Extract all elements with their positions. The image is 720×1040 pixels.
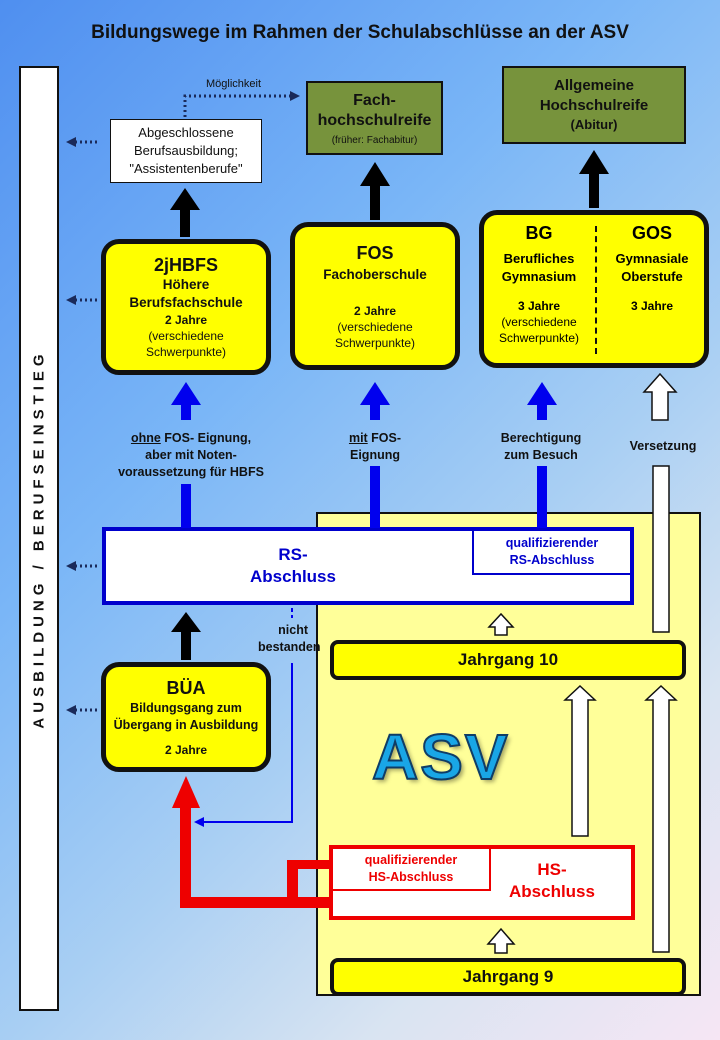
exit-arrow-head-1 [66,137,76,147]
ahr-line3: (Abitur) [570,117,618,132]
berufsausbildung-line2: Berufsausbildung; [133,143,239,158]
fhr-title2: hochschulreife [317,111,432,129]
ahr-line2: Hochschulreife [539,97,649,114]
bg-gos-box [479,210,709,368]
hbfs-note1: (verschiedene [148,329,224,343]
page-title: Bildungswege im Rahmen der Schulabschlüs… [91,22,629,43]
nicht-bestanden-line1: nicht [278,623,308,637]
rs-line1: RS- [278,545,308,564]
gos-name1: Gymnasiale [615,251,689,266]
bg-cond-line1: Berechtigung [500,431,582,445]
fos-cond-line1: FOS- [367,431,402,445]
arrow-versetzung-to-gos [642,372,678,421]
hbfs-name1: Höhere [162,277,210,292]
blue-line-hbfs [181,484,191,528]
rs-line2: Abschluss [250,567,336,586]
fos-cond-underlined: mit [348,431,368,445]
nicht-bestanden-label: nicht bestanden [258,622,321,656]
arrow-condition-to-bg [527,382,557,420]
bg-condition: Berechtigung zum Besuch [486,430,596,464]
fos-note1: (verschiedene [337,320,413,334]
rs-qual-line1: qualifizierender [505,536,599,550]
bua-duration: 2 Jahre [164,743,208,757]
gos-section: GOS Gymnasiale Oberstufe 3 Jahre [600,216,704,362]
bg-gos-divider [595,226,597,354]
bg-duration: 3 Jahre [517,299,561,313]
fos-name: Fachoberschule [323,267,427,282]
berufsausbildung-line1: Abgeschlossene [138,125,234,140]
bg-name1: Berufliches [503,251,575,266]
hs-line2: Abschluss [509,882,595,901]
jahrgang-9-box: Jahrgang 9 [330,958,686,996]
arrow-bg-to-ahr [579,150,609,208]
qualifizierender-rs-box: qualifizierender RS-Abschluss [472,527,634,575]
gos-condition: Versetzung [629,439,697,453]
fos-condition: mit FOS- Eignung [320,430,430,464]
hbfs-box: 2jHBFS Höhere Berufsfachschule 2 Jahre (… [101,239,271,375]
arrow-hbfs-to-berufsausbildung [170,188,200,237]
hbfs-note2: Schwerpunkte) [145,345,227,359]
qualifizierender-hs-box: qualifizierender HS-Abschluss [329,845,491,891]
hbfs-condition: ohne FOS- Eignung, aber mit Noten- vorau… [106,430,276,481]
arrow-bua-to-rs [171,612,201,660]
jahrgang-10-box: Jahrgang 10 [330,640,686,680]
hs-line1: HS- [537,860,567,879]
hbfs-name2: Berufsfachschule [129,295,243,310]
berufsausbildung-line3: "Assistentenberufe" [129,161,243,176]
gos-abbr: GOS [631,223,672,243]
fachhochschulreife-box: Fach- hochschulreife (früher: Fachabitur… [306,81,443,155]
moeglichkeit-label: Möglichkeit [206,78,262,90]
exit-arrow-head-2 [66,295,76,305]
moeglichkeit-path [183,94,292,117]
arrow-condition-to-fos [360,382,390,420]
red-path-hs-to-bua [172,776,330,908]
nicht-bestanden-line2: bestanden [258,640,321,654]
bua-box: BÜA Bildungsgang zum Übergang in Ausbild… [101,662,271,772]
bg-name2: Gymnasium [501,269,577,284]
bua-abbr: BÜA [166,678,206,698]
bua-line2: Übergang in Ausbildung [113,718,259,732]
bg-section: BG Berufliches Gymnasium 3 Jahre (versch… [485,216,593,362]
arrow-condition-to-hbfs [171,382,201,420]
asv-logo: ASV [371,720,510,794]
berufsausbildung-box: Abgeschlossene Berufsausbildung; "Assist… [110,119,262,183]
gos-duration: 3 Jahre [630,299,674,313]
fos-box: FOS Fachoberschule 2 Jahre (verschiedene… [290,222,460,370]
exit-arrow-head-4 [66,705,76,715]
rs-qual-line2: RS-Abschluss [509,553,595,567]
bg-note1: (verschiedene [501,315,577,329]
fos-abbr: FOS [356,243,394,263]
nicht-bestanden-arrow-head [194,817,204,827]
fos-note2: Schwerpunkte) [334,336,416,350]
moeglichkeit-arrow-head [290,91,300,101]
hbfs-cond-line3: voraussetzung für HBFS [118,465,264,479]
hbfs-cond-line1: FOS- Eignung, [160,431,252,445]
sidebar-label: AUSBILDUNG / BERUFSEINSTIEG [30,348,48,729]
hs-qual-line2: HS-Abschluss [368,870,454,884]
bua-line1: Bildungsgang zum [130,701,242,715]
gos-name2: Oberstufe [621,269,683,284]
bg-abbr: BG [525,223,553,243]
ahr-line1: Allgemeine [553,77,635,94]
hochschulreife-box: Allgemeine Hochschulreife (Abitur) [502,66,686,144]
hbfs-cond-line2: aber mit Noten- [145,448,237,462]
hbfs-duration: 2 Jahre [164,313,208,327]
hbfs-abbr: 2jHBFS [153,255,218,275]
arrow-fos-to-fhr [360,162,390,220]
fhr-note: (früher: Fachabitur) [331,134,418,146]
hs-qual-line1: qualifizierender [364,853,458,867]
sidebar-ausbildung-berufseinstieg: AUSBILDUNG / BERUFSEINSTIEG [19,66,59,1011]
fos-duration: 2 Jahre [353,304,397,318]
fhr-title1: Fach- [353,91,396,109]
fos-cond-line2: Eignung [350,448,400,462]
bg-cond-line2: zum Besuch [504,448,578,462]
exit-arrow-head-3 [66,561,76,571]
bg-note2: Schwerpunkte) [498,331,580,345]
hbfs-cond-underlined: ohne [130,431,161,445]
